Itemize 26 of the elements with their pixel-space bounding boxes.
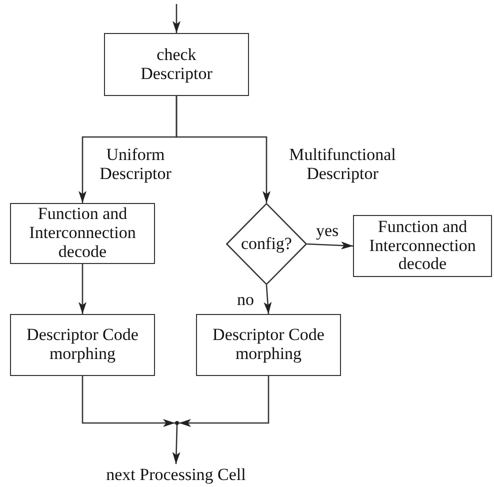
process-box [104,33,249,96]
junction-point [175,421,179,425]
arrow [78,264,86,314]
node-text: Function and Interconnection decode [368,218,477,274]
edge-label: Multifunctional Descriptor [288,146,397,184]
process-box [10,203,155,264]
node-text: Descriptor Code morphing [212,326,326,364]
process-box [196,314,341,376]
arrow [176,96,270,203]
arrow [172,424,180,464]
output-label: next Processing Cell [80,464,272,486]
node-text: Function and Interconnection decode [28,205,137,262]
edge-label: yes [316,222,340,241]
node-text: check Descriptor [140,46,214,84]
decision-diamond [226,203,307,285]
edge-label: Uniform Descriptor [98,146,172,184]
edge-label: no [237,291,255,310]
arrow [82,376,175,427]
arrow [306,241,354,250]
node-text: config? [241,234,292,254]
process-box [353,215,492,277]
node-text: Descriptor Code morphing [26,326,140,364]
arrow [264,284,272,314]
arrow [172,4,180,33]
arrow [179,376,270,427]
process-box [10,314,155,376]
